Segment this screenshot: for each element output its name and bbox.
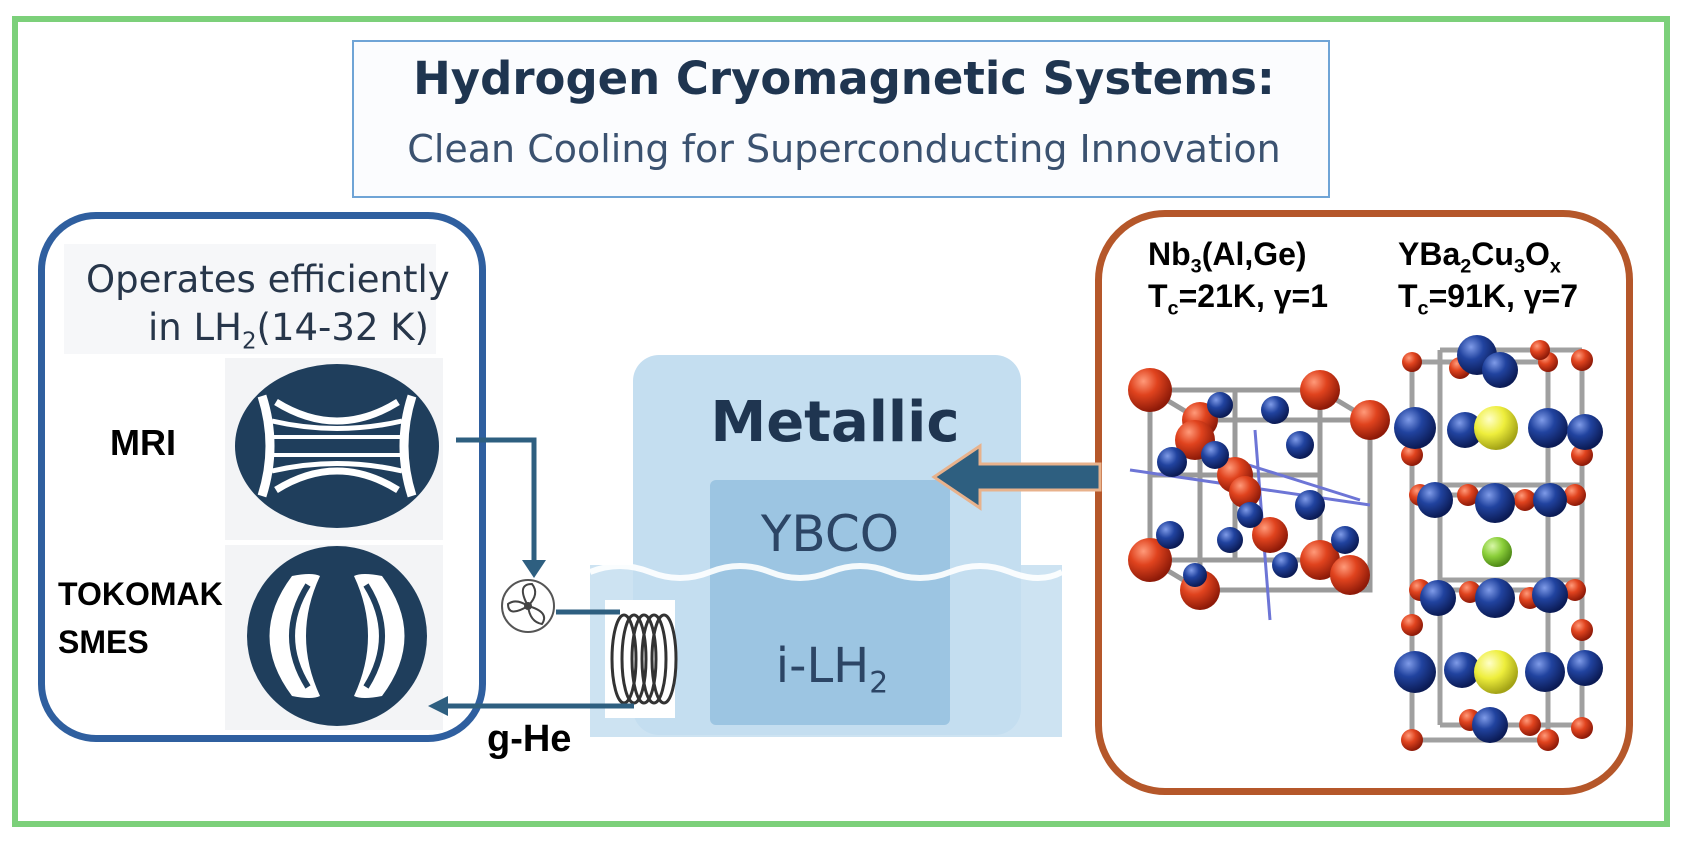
operates-text-line1: Operates efficiently [86, 258, 450, 301]
mri-label: MRI [110, 422, 176, 463]
operates-text-line2: in LH2(14-32 K) [148, 306, 429, 355]
arrow-left-icon [428, 696, 448, 716]
cryostat-tank [588, 355, 1064, 737]
nb-formula: Nb3(Al,Ge) [1148, 236, 1307, 278]
title-box: Hydrogen Cryomagnetic Systems: Clean Coo… [352, 40, 1330, 198]
crystal-nb3alge-icon [1128, 368, 1390, 621]
page-subtitle: Clean Cooling for Superconducting Innova… [407, 127, 1281, 171]
page-title: Hydrogen Cryomagnetic Systems: [413, 52, 1275, 105]
ghe-label: g-He [487, 718, 572, 760]
materials-arrow [931, 443, 1102, 511]
outer-frame [12, 16, 1670, 827]
arrow-down-icon [522, 560, 546, 578]
ghe-loop [444, 437, 634, 709]
ilh2-label: i-LH2 [775, 638, 889, 701]
metallic-label: Metallic [710, 390, 960, 455]
ybco-formula: YBa2Cu3Ox [1398, 236, 1561, 278]
crystal-ybco-icon [1394, 335, 1603, 751]
smes-label: SMES [58, 624, 149, 660]
coil-icon [605, 600, 678, 718]
nb-tc-label: Tc=21K, γ=1 [1148, 278, 1329, 320]
fan-icon [501, 579, 555, 633]
ybco-label: YBCO [760, 505, 900, 563]
operates-text-bg [64, 244, 436, 354]
mri-icon [225, 358, 443, 540]
tokamak-icon [225, 545, 443, 730]
ybco-tc-label: Tc=91K, γ=7 [1398, 278, 1579, 320]
tokomak-label: TOKOMAK [58, 576, 223, 612]
